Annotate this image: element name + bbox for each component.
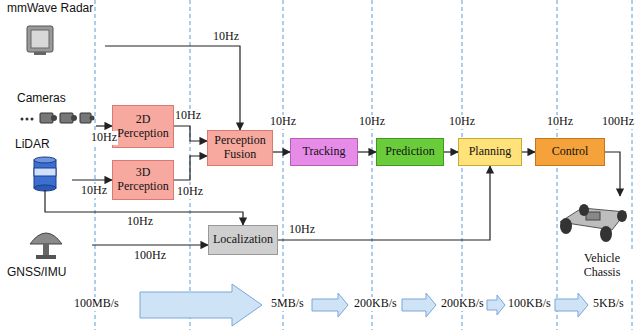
- frequency-label: 10Hz: [176, 185, 204, 199]
- sensor-label: GNSS/IMU: [6, 226, 92, 280]
- vehicle-chassis-illustration: [560, 204, 627, 242]
- connector-arrow: [444, 151, 458, 152]
- node-text: 2D Perception: [117, 113, 169, 141]
- frequency-label: 10Hz: [448, 115, 476, 129]
- frequency-label: 10Hz: [212, 30, 240, 44]
- data-rate-label: 200KB/s: [440, 297, 485, 311]
- lidar-icon: [34, 157, 56, 191]
- vehicle-label: Vehicle Chassis: [566, 196, 638, 280]
- data-rate-label: 200KB/s: [353, 297, 398, 311]
- connector-arrow: [174, 156, 207, 180]
- connector-arrow: [605, 152, 620, 196]
- node-text: LiDAR: [14, 138, 51, 152]
- node-text: Tracking: [303, 145, 346, 159]
- process-box: 2D Perception: [112, 105, 174, 148]
- node-text: Control: [552, 145, 589, 159]
- process-box: Tracking: [290, 138, 358, 166]
- frequency-label: 10Hz: [174, 109, 202, 123]
- connector-arrow: [278, 166, 490, 240]
- frequency-label: 10Hz: [546, 115, 574, 129]
- process-box: Planning: [458, 138, 522, 166]
- node-text: Planning: [469, 145, 512, 159]
- node-text: Perception Fusion: [212, 134, 268, 162]
- frequency-label: 10Hz: [358, 115, 386, 129]
- radar-icon: [27, 26, 53, 55]
- sensor-label: LiDAR: [14, 138, 72, 190]
- node-text: mmWave Radar: [6, 2, 94, 16]
- camera-icons: [21, 113, 95, 123]
- process-box: Perception Fusion: [207, 130, 273, 166]
- process-box: Control: [535, 138, 605, 166]
- data-rate-label: 100MB/s: [73, 297, 120, 311]
- frequency-label: 10Hz: [80, 184, 108, 198]
- frequency-label: 10Hz: [288, 223, 316, 237]
- frequency-label: 100Hz: [133, 249, 167, 263]
- node-text: Localization: [213, 233, 273, 247]
- connector-arrow: [174, 126, 207, 141]
- frequency-label: 10Hz: [90, 131, 118, 145]
- process-box: Prediction: [376, 138, 444, 166]
- data-rate-label: 5MB/s: [270, 297, 305, 311]
- node-text: Prediction: [385, 145, 434, 159]
- connector-arrow: [96, 125, 112, 126]
- data-rate-label: 100KB/s: [507, 297, 552, 311]
- frequency-label: 100Hz: [601, 115, 635, 129]
- connector-arrow: [72, 179, 112, 180]
- process-box: Localization: [208, 225, 278, 255]
- frequency-label: 10Hz: [126, 215, 154, 229]
- gnss-antenna-icon: [30, 233, 62, 259]
- connector-arrow: [92, 244, 208, 245]
- sensor-label: Cameras: [16, 92, 96, 128]
- time-grid: [95, 0, 632, 330]
- connector-arrow: [522, 151, 535, 152]
- process-box: 3D Perception: [112, 160, 174, 200]
- node-text: GNSS/IMU: [6, 266, 67, 280]
- node-text: 3D Perception: [117, 166, 169, 194]
- data-rate-label: 5KB/s: [592, 297, 625, 311]
- connector-arrow: [273, 151, 290, 152]
- frequency-label: 10Hz: [269, 115, 297, 129]
- sensor-label: mmWave Radar: [6, 2, 105, 54]
- connector-arrow: [358, 151, 376, 152]
- node-text: Vehicle Chassis: [566, 252, 638, 280]
- node-text: Cameras: [16, 92, 67, 106]
- data-rate-arrows: [140, 284, 588, 326]
